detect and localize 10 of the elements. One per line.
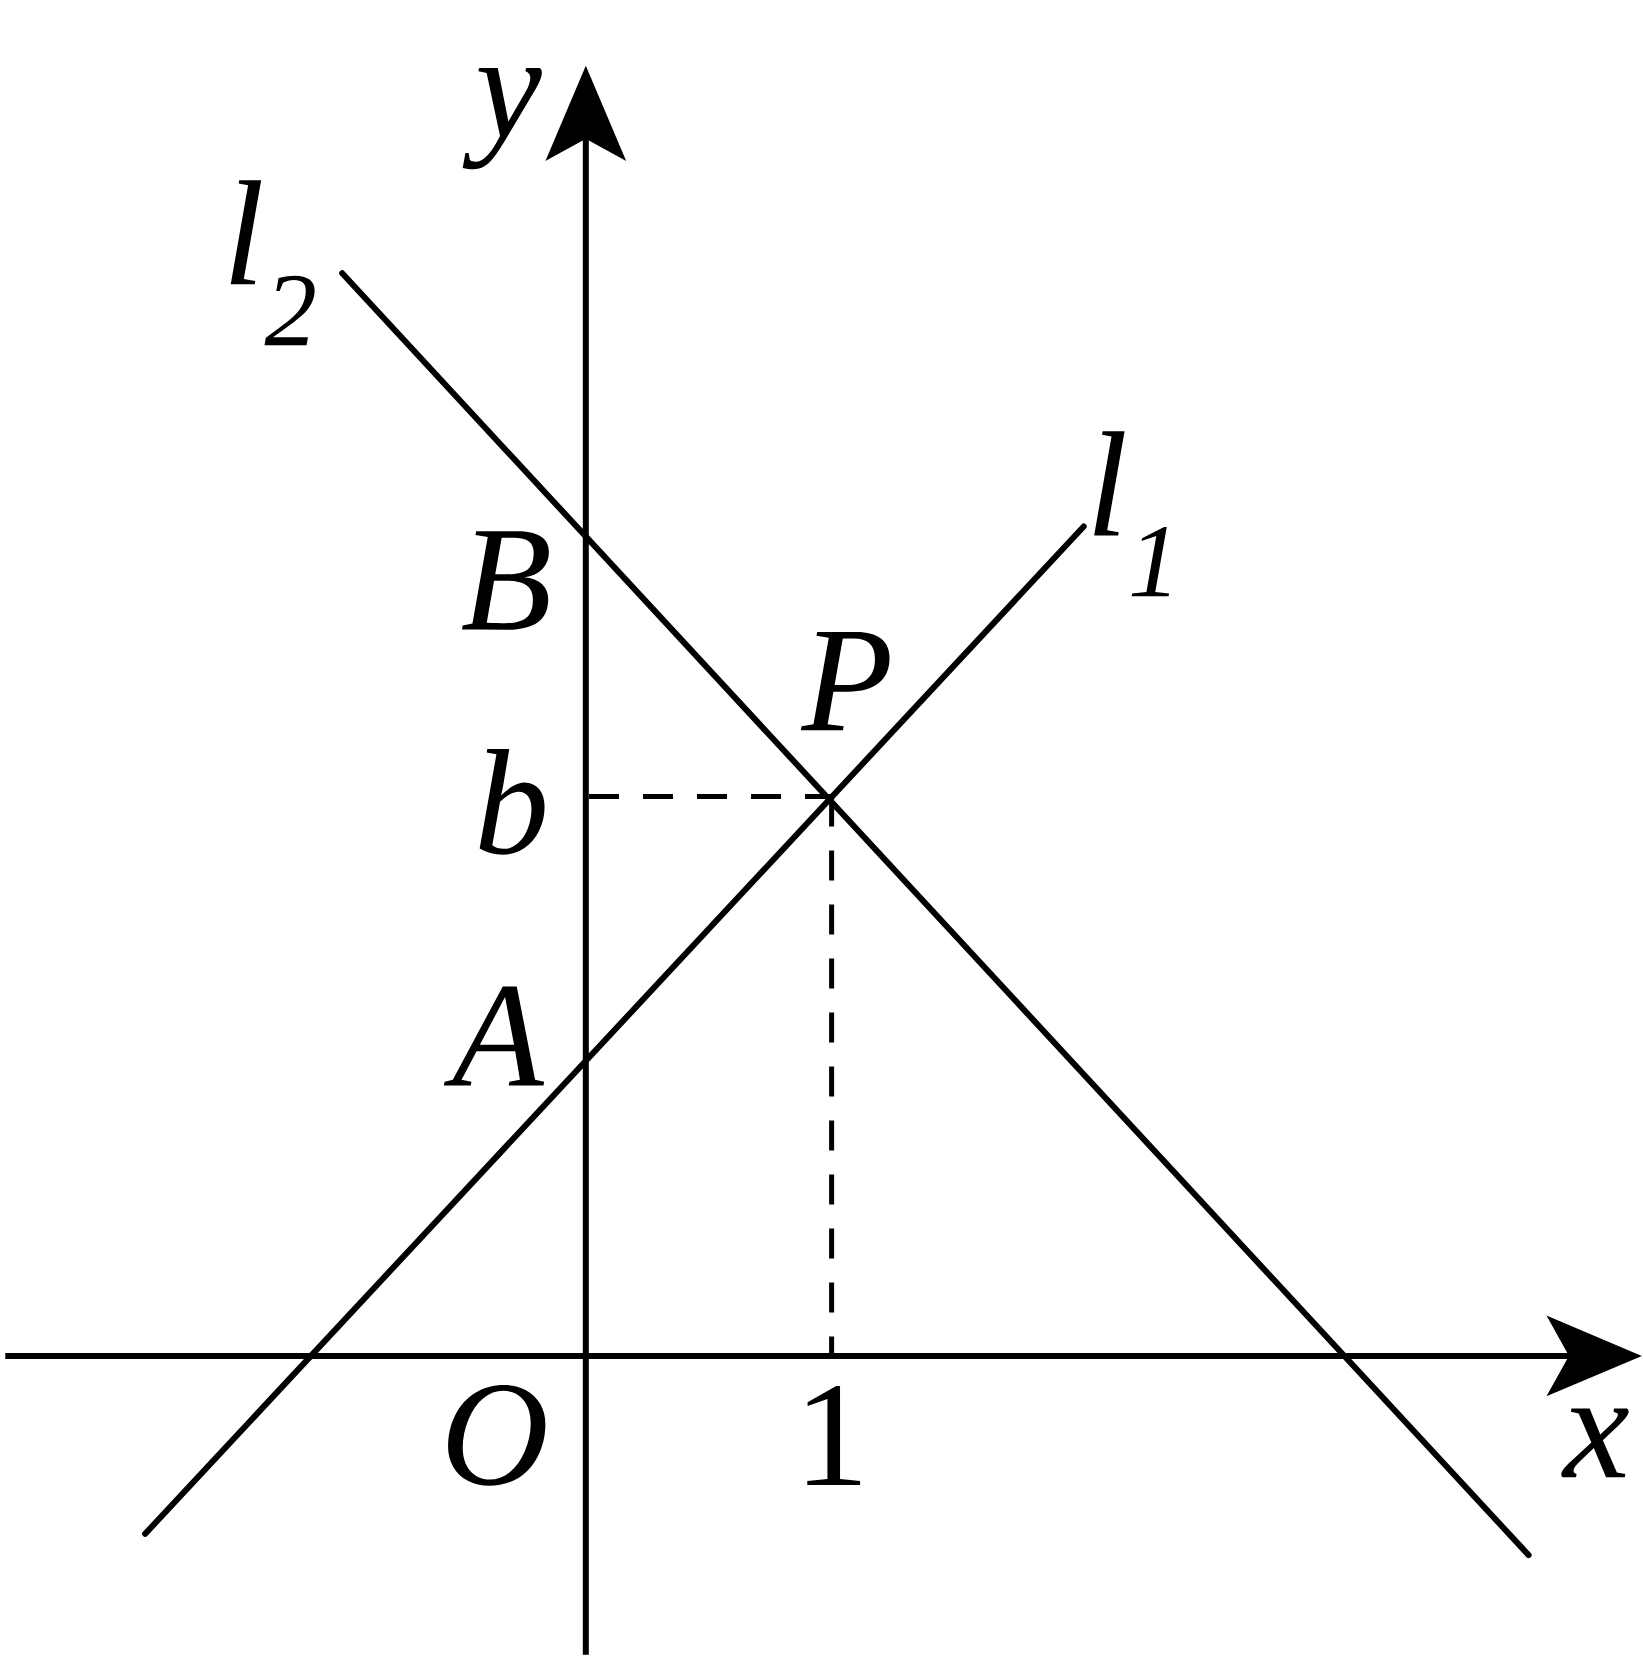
axis-label: y [462, 67, 542, 170]
point-label: P [800, 632, 890, 731]
point-label: b [479, 749, 545, 855]
line-label: l$_{2}$ [230, 180, 315, 346]
point-label: O [448, 1385, 546, 1486]
tick-label: 1 [807, 1385, 861, 1485]
axis-label: x [1561, 1408, 1629, 1478]
line-label: l$_{1}$ [1094, 431, 1170, 597]
point-label: A [443, 986, 545, 1086]
point-label: B [462, 531, 549, 630]
